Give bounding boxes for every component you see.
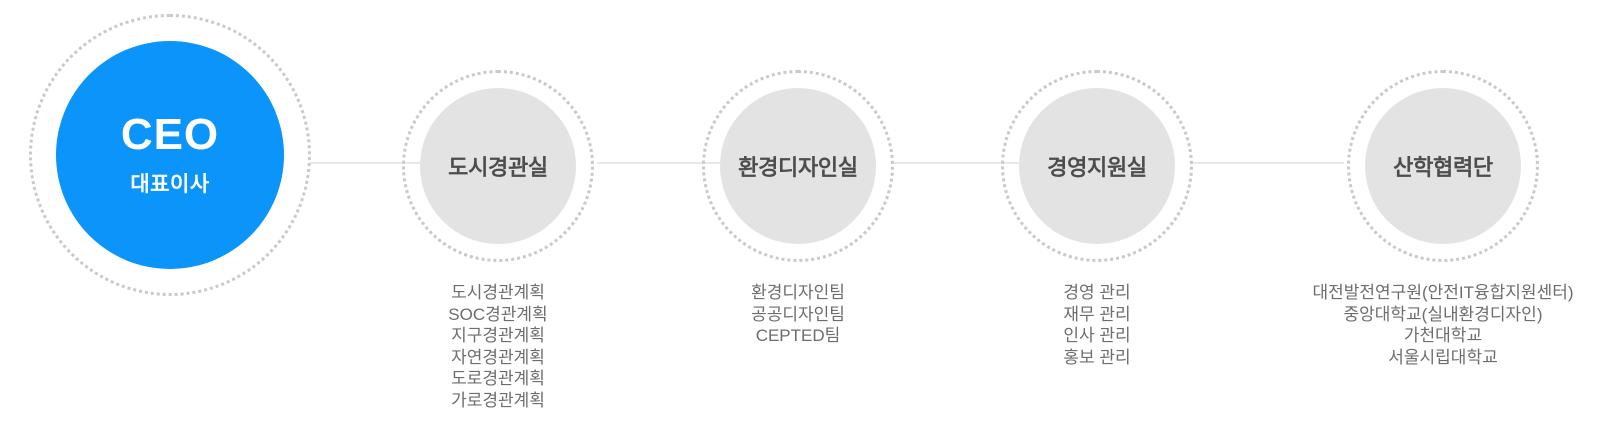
org-node-ceo[interactable]: CEO 대표이사 xyxy=(20,0,320,296)
list-item: SOC경관계획 xyxy=(448,304,548,324)
connector-line-ceo-to-dept-0 xyxy=(310,162,430,164)
ceo-title: CEO xyxy=(120,109,220,159)
department-dotted-ring: 도시경관실 xyxy=(402,70,594,262)
department-title: 환경디자인실 xyxy=(738,155,858,180)
org-node-department-1[interactable]: 환경디자인실 환경디자인팀 공공디자인팀 CEPTED팀 xyxy=(698,0,898,363)
ceo-subtitle: 대표이사 xyxy=(130,173,210,197)
department-dotted-ring: 산학협력단 xyxy=(1347,70,1539,262)
connector-line-dept-1-to-dept-2 xyxy=(893,162,1020,164)
list-item: 공공디자인팀 xyxy=(751,304,845,324)
list-item: 자연경관계획 xyxy=(451,347,545,367)
org-node-department-3[interactable]: 산학협력단 대전발전연구원(안전IT융합지원센터) 중앙대학교(실내환경디자인)… xyxy=(1270,0,1600,384)
list-item: 도시경관계획 xyxy=(451,283,545,302)
org-node-department-2[interactable]: 경영지원실 경영 관리 재무 관리 인사 관리 홍보 관리 xyxy=(997,0,1197,384)
list-item: 인사 관리 xyxy=(1063,326,1131,345)
list-item: 지구경관계획 xyxy=(451,326,545,345)
list-item: 서울시립대학교 xyxy=(1388,347,1498,367)
department-title: 산학협력단 xyxy=(1393,155,1493,180)
department-circle[interactable]: 경영지원실 xyxy=(1019,88,1175,244)
connector-line-dept-0-to-dept-1 xyxy=(597,162,724,164)
department-dotted-ring: 경영지원실 xyxy=(1001,70,1193,262)
department-circle[interactable]: 산학협력단 xyxy=(1365,88,1521,244)
connector-line-dept-2-to-dept-3 xyxy=(1192,162,1344,164)
department-item-list: 대전발전연구원(안전IT융합지원센터) 중앙대학교(실내환경디자인) 가천대학교… xyxy=(1270,282,1600,368)
department-dotted-ring: 환경디자인실 xyxy=(702,70,894,262)
department-circle[interactable]: 환경디자인실 xyxy=(720,88,876,244)
department-item-list: 경영 관리 재무 관리 인사 관리 홍보 관리 xyxy=(997,282,1197,368)
list-item: 중앙대학교(실내환경디자인) xyxy=(1343,304,1543,324)
list-item: 경영 관리 xyxy=(1063,283,1131,302)
list-item: 가천대학교 xyxy=(1403,326,1483,345)
department-item-list: 도시경관계획 SOC경관계획 지구경관계획 자연경관계획 도로경관계획 가로경관… xyxy=(398,282,598,411)
list-item: CEPTED팀 xyxy=(755,326,841,345)
ceo-dotted-ring: CEO 대표이사 xyxy=(29,14,311,296)
department-title: 경영지원실 xyxy=(1047,155,1147,180)
list-item: 환경디자인팀 xyxy=(751,283,845,302)
department-item-list: 환경디자인팀 공공디자인팀 CEPTED팀 xyxy=(698,282,898,347)
list-item: 재무 관리 xyxy=(1063,304,1131,324)
org-node-department-0[interactable]: 도시경관실 도시경관계획 SOC경관계획 지구경관계획 자연경관계획 도로경관계… xyxy=(398,0,598,427)
department-title: 도시경관실 xyxy=(448,155,548,180)
ceo-circle[interactable]: CEO 대표이사 xyxy=(56,41,284,269)
list-item: 홍보 관리 xyxy=(1063,347,1131,367)
list-item: 가로경관계획 xyxy=(451,390,545,410)
list-item: 대전발전연구원(안전IT융합지원센터) xyxy=(1312,283,1574,302)
list-item: 도로경관계획 xyxy=(451,369,545,388)
department-circle[interactable]: 도시경관실 xyxy=(420,88,576,244)
